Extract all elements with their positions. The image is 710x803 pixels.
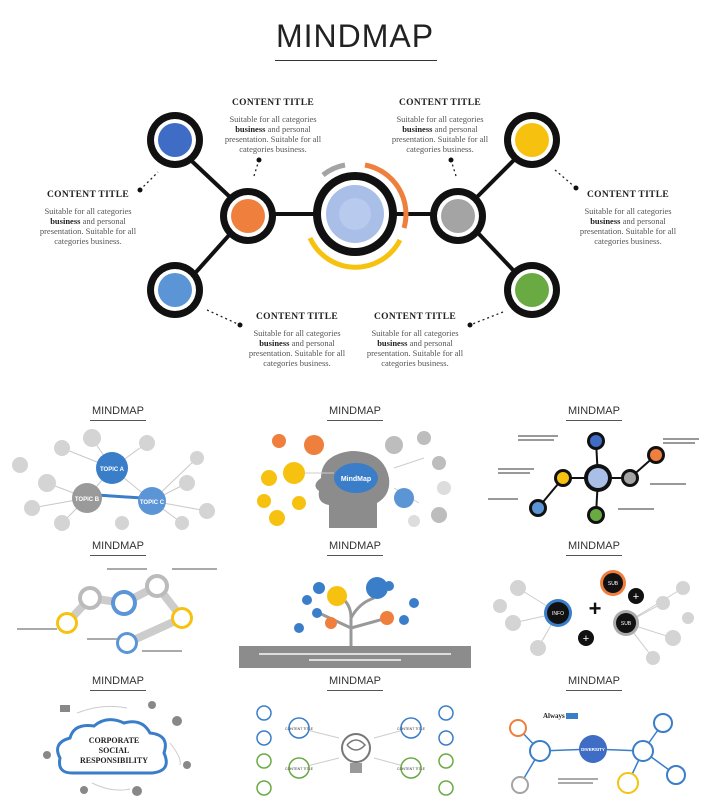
hero-node-left-orange xyxy=(220,188,276,244)
svg-text:+: + xyxy=(633,591,639,603)
hero-center-node xyxy=(307,162,409,270)
title-underline xyxy=(275,60,437,61)
hero-node-top-right xyxy=(504,112,560,168)
svg-text:+: + xyxy=(589,596,602,621)
hero-leader-dots xyxy=(137,157,579,328)
icon-chain-map xyxy=(17,568,217,654)
diversity-center-label: DIVERSITY xyxy=(581,747,605,752)
thumbnail-cloud[interactable]: MINDMAP CORPORATE SOCIAL RESPONSIBILITY xyxy=(2,675,234,803)
thumbnail-title: MINDMAP xyxy=(568,540,620,552)
thumbnail-brain-bulb[interactable]: MINDMAP CONTENT TITLE CONTENT TITLE CONT… xyxy=(239,675,471,803)
page-title: MINDMAP xyxy=(275,18,435,54)
head-gears-map: MindMap xyxy=(257,431,451,528)
thumbnail-title: MINDMAP xyxy=(92,405,144,417)
brain-title-1: CONTENT TITLE xyxy=(285,727,314,731)
hero-node-right-gray xyxy=(430,188,486,244)
content-block-top-center-left: CONTENT TITLE Suitable for all categorie… xyxy=(224,98,322,154)
hero-node-bottom-left xyxy=(147,262,203,318)
cloud-map: CORPORATE SOCIAL RESPONSIBILITY xyxy=(43,701,191,796)
brain-title-3: CONTENT TITLE xyxy=(285,767,314,771)
topic-a-label: TOPIC A xyxy=(100,467,125,473)
always-label: Always xyxy=(543,712,565,720)
brain-title-2: CONTENT TITLE xyxy=(397,727,426,731)
svg-text:+: + xyxy=(583,633,589,645)
info-sub-map: INFO SUB SUB + + + xyxy=(493,570,694,665)
hero-node-bottom-right xyxy=(504,262,560,318)
mini-hero-map xyxy=(488,432,699,524)
hero-mindmap-diagram xyxy=(137,112,579,328)
content-block-top-center-right: CONTENT TITLE Suitable for all categorie… xyxy=(391,98,489,154)
info-label: INFO xyxy=(552,611,564,617)
thumbnail-head-gears[interactable]: MINDMAP MindMap xyxy=(239,405,471,533)
thumbnail-title: MINDMAP xyxy=(568,675,620,687)
brain-title-4: CONTENT TITLE xyxy=(397,767,426,771)
thumbnail-mini-hero[interactable]: MINDMAP xyxy=(478,405,710,533)
sub-label-1: SUB xyxy=(608,581,619,587)
cloud-line-2: SOCIAL xyxy=(99,746,130,755)
cloud-line-3: RESPONSIBILITY xyxy=(80,756,148,765)
thumbnail-title: MINDMAP xyxy=(329,675,381,687)
diversity-map: Always DIVERSITY xyxy=(509,712,686,794)
sub-label-2: SUB xyxy=(621,621,632,627)
thumbnail-diversity[interactable]: MINDMAP Always DIVERSITY xyxy=(478,675,710,803)
content-block-left: CONTENT TITLE Suitable for all categorie… xyxy=(39,190,137,246)
hero-node-top-left xyxy=(147,112,203,168)
brain-bulb-map: CONTENT TITLE CONTENT TITLE CONTENT TITL… xyxy=(256,705,454,796)
thumbnail-title: MINDMAP xyxy=(568,405,620,417)
tree-map xyxy=(239,577,471,668)
content-block-bottom-center-right: CONTENT TITLE Suitable for all categorie… xyxy=(366,312,464,368)
thumbnail-topic-bubbles[interactable]: MINDMAP TOPIC A TOPIC B TOPIC C xyxy=(2,405,234,533)
topic-b-label: TOPIC B xyxy=(75,497,100,503)
thumbnail-title: MINDMAP xyxy=(329,405,381,417)
hero-leaders xyxy=(139,159,577,326)
thumbnail-tree[interactable]: MINDMAP xyxy=(239,540,471,668)
thumbnail-title: MINDMAP xyxy=(92,675,144,687)
topic-c-label: TOPIC C xyxy=(140,500,165,506)
mindmap-center-label: MindMap xyxy=(341,476,371,483)
thumbnail-title: MINDMAP xyxy=(329,540,381,552)
thumbnail-icon-chain[interactable]: MINDMAP xyxy=(2,540,234,668)
thumbnail-title: MINDMAP xyxy=(92,540,144,552)
content-block-bottom-center-left: CONTENT TITLE Suitable for all categorie… xyxy=(248,312,346,368)
topic-bubble-map: TOPIC A TOPIC B TOPIC C xyxy=(12,429,215,531)
thumbnail-info-sub[interactable]: MINDMAP INFO SUB SUB + + + xyxy=(478,540,710,668)
content-block-right: CONTENT TITLE Suitable for all categorie… xyxy=(579,190,677,246)
cloud-line-1: CORPORATE xyxy=(89,736,140,745)
